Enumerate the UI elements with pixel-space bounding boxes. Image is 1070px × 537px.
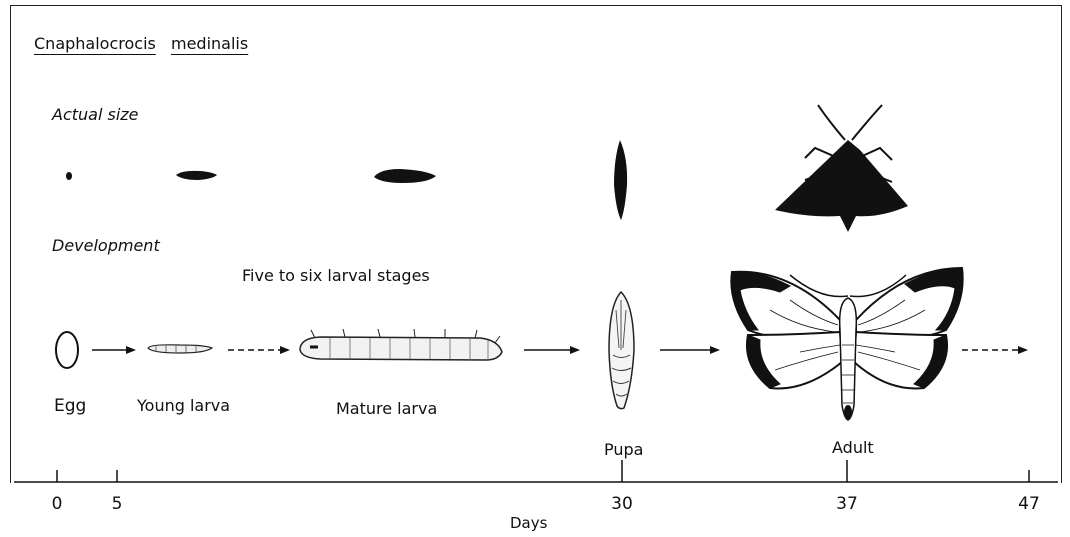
tick-label-5: 5: [112, 494, 123, 514]
actual-size-row: [66, 105, 908, 232]
arrow-1: [92, 346, 136, 354]
time-axis: [14, 460, 1058, 482]
mature-larva-drawing: [300, 329, 502, 360]
arrow-3: [524, 346, 580, 354]
arrow-5: [962, 346, 1028, 354]
actual-egg-silhouette: [66, 172, 72, 180]
egg-drawing: [56, 332, 78, 368]
arrow-2: [228, 346, 290, 354]
young-larva-drawing: [148, 345, 212, 353]
actual-young-larva-silhouette: [176, 171, 217, 180]
actual-pupa-silhouette: [614, 140, 627, 220]
pupa-drawing: [609, 292, 634, 409]
tick-label-0: 0: [52, 494, 63, 514]
adult-moth-drawing: [731, 268, 962, 420]
actual-mature-larva-silhouette: [374, 169, 436, 183]
tick-label-37: 37: [836, 494, 858, 514]
arrow-4: [660, 346, 720, 354]
tick-label-47: 47: [1018, 494, 1040, 514]
tick-label-30: 30: [611, 494, 633, 514]
actual-adult-silhouette: [775, 105, 908, 232]
axis-label-days: Days: [510, 516, 547, 531]
